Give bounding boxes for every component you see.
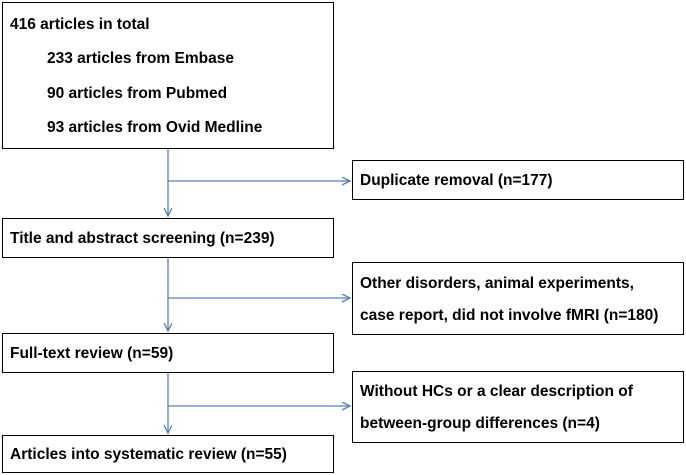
exclusion-1-line-2: case report, did not involve fMRI (n=180… — [360, 307, 659, 324]
exclusion-box-1 — [352, 262, 684, 335]
exclusion-2-line-1: Without HCs or a clear description of — [360, 383, 633, 400]
screening-box — [2, 218, 334, 258]
final-box — [2, 435, 334, 473]
total-articles-title: 416 articles in total — [10, 16, 150, 33]
source-pubmed: 90 articles from Pubmed — [47, 85, 228, 102]
fulltext-box — [2, 333, 334, 373]
source-embase: 233 articles from Embase — [47, 50, 234, 67]
exclusion-box-2 — [352, 371, 684, 443]
exclusion-1-line-1: Other disorders, animal experiments, — [360, 275, 634, 292]
exclusion-2-line-2: between-group differences (n=4) — [360, 415, 600, 432]
duplicate-removal-label: Duplicate removal (n=177) — [360, 172, 553, 189]
source-ovid-medline: 93 articles from Ovid Medline — [47, 119, 263, 136]
duplicate-removal-box — [352, 160, 684, 200]
screening-label: Title and abstract screening (n=239) — [10, 230, 275, 247]
final-label: Articles into systematic review (n=55) — [10, 446, 287, 463]
fulltext-label: Full-text review (n=59) — [10, 345, 174, 362]
total-articles-box — [2, 2, 334, 149]
